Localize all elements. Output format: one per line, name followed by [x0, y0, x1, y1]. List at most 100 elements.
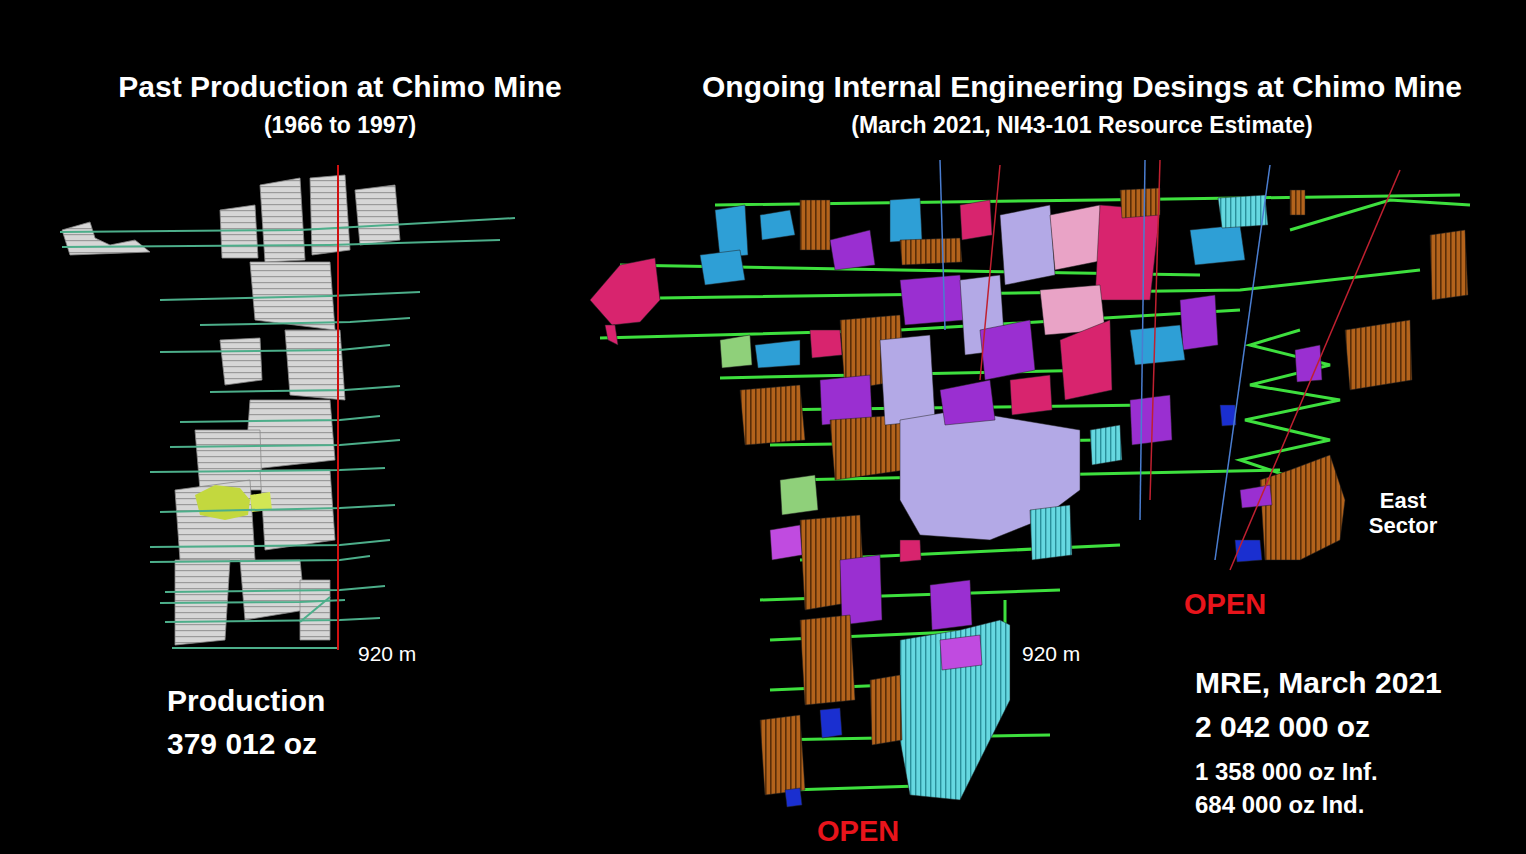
stope-shape: [1430, 230, 1468, 300]
open-marker: OPEN: [1182, 588, 1268, 621]
resource-inferred: 1 358 000 oz Inf.: [1193, 758, 1380, 786]
stope-shape: [900, 238, 962, 265]
shaft: [1150, 160, 1160, 500]
stope-shape: [715, 205, 748, 258]
panel-subheading: (March 2021, NI43-101 Resource Estimate): [849, 112, 1315, 138]
stope-shape: [1050, 205, 1105, 270]
sector-label: East Sector: [1351, 488, 1455, 539]
stope-shape: [940, 635, 982, 670]
stope-shape: [1060, 320, 1112, 400]
mine-level: [150, 468, 385, 472]
resource-indicated: 684 000 oz Ind.: [1193, 791, 1366, 819]
mine-level: [600, 195, 1470, 790]
mine-level: [172, 647, 338, 649]
open-marker: OPEN: [815, 815, 901, 848]
stope-shape: [720, 335, 752, 368]
stope-shape: [310, 175, 350, 255]
mine-level: [210, 386, 400, 392]
stope-shape: [1218, 195, 1268, 228]
stope-shape: [1090, 425, 1122, 465]
production-label: Production: [165, 684, 327, 719]
stope-shape: [830, 415, 905, 480]
stope-shape: [960, 200, 992, 240]
shaft: [940, 160, 1400, 570]
mine-level: [60, 218, 515, 648]
stope-shape: [800, 615, 855, 705]
depth-label: 920 m: [356, 642, 418, 666]
stope-shape: [880, 335, 935, 425]
stope-shape: [840, 555, 882, 625]
stope-shape: [785, 788, 802, 807]
stope-shape: [1130, 325, 1185, 365]
stope-shape: [1190, 225, 1245, 265]
production-value: 379 012 oz: [165, 727, 319, 762]
stope-shape: [1010, 375, 1052, 415]
mine-level: [160, 505, 395, 512]
stope-shape: [890, 198, 922, 242]
stope-shape: [220, 338, 262, 385]
resource-heading: MRE, March 2021: [1193, 666, 1444, 701]
mine-level: [60, 218, 515, 232]
mine-level: [1290, 200, 1470, 230]
stope-shape: [740, 385, 805, 445]
stope-shape: [1235, 540, 1262, 562]
mine-level: [150, 540, 390, 547]
shaft: [337, 165, 339, 650]
mine-level: [62, 240, 500, 247]
stope-shape: [355, 185, 400, 245]
stope-shape: [800, 200, 830, 250]
mine-level: [160, 292, 420, 300]
panel-heading: Past Production at Chimo Mine: [116, 70, 563, 105]
stope-shape: [195, 485, 250, 520]
stope-shape: [1290, 190, 1305, 215]
depth-label: 920 m: [1020, 642, 1082, 666]
mine-level: [165, 618, 380, 622]
stope-shape: [760, 210, 795, 240]
stope-shape: [780, 475, 818, 515]
stope-shape: [1180, 295, 1218, 350]
stope-shape: [755, 340, 800, 368]
shaft: [980, 165, 1000, 380]
stope-shape: [195, 430, 262, 490]
stope-shape: [1130, 395, 1172, 445]
mine-level: [180, 416, 380, 422]
shaft: [337, 165, 339, 650]
stope-shape: [1095, 205, 1160, 300]
stope-shape: [300, 580, 330, 640]
resource-total: 2 042 000 oz: [1193, 710, 1372, 745]
stope-shape: [820, 708, 842, 738]
stope-shape: [1345, 320, 1412, 390]
stope-shape: [870, 675, 902, 745]
stope-shape: [1030, 505, 1072, 560]
mine-level: [300, 597, 330, 622]
stope-shape: [590, 188, 1468, 807]
stope-shape: [605, 325, 618, 345]
stope-shape: [900, 275, 965, 325]
mine-level: [165, 586, 385, 592]
stope-shape: [1120, 188, 1160, 218]
mine-level: [160, 345, 390, 352]
stope-shape: [260, 178, 305, 262]
stope-shape: [940, 380, 995, 425]
stope-shape: [810, 330, 842, 358]
stope-shape: [900, 540, 921, 562]
panel-subheading: (1966 to 1997): [262, 112, 418, 138]
stope-shape: [770, 525, 802, 560]
stope-shape: [900, 620, 1010, 800]
mine-level: [200, 318, 410, 325]
stope-shape: [590, 258, 660, 325]
stope-shape: [930, 580, 972, 630]
stope-shape: [1240, 485, 1272, 508]
stope-shape: [760, 715, 805, 795]
stope-shape: [1000, 205, 1055, 285]
stope-shape: [980, 320, 1035, 380]
mine-level: [160, 600, 345, 603]
stope-shape: [62, 222, 150, 255]
stope-shape: [175, 480, 255, 560]
stope-shape: [700, 250, 745, 285]
mine-level: [170, 440, 400, 447]
stope-shape: [830, 230, 875, 270]
shaft: [940, 160, 945, 330]
shaft: [1215, 165, 1270, 560]
